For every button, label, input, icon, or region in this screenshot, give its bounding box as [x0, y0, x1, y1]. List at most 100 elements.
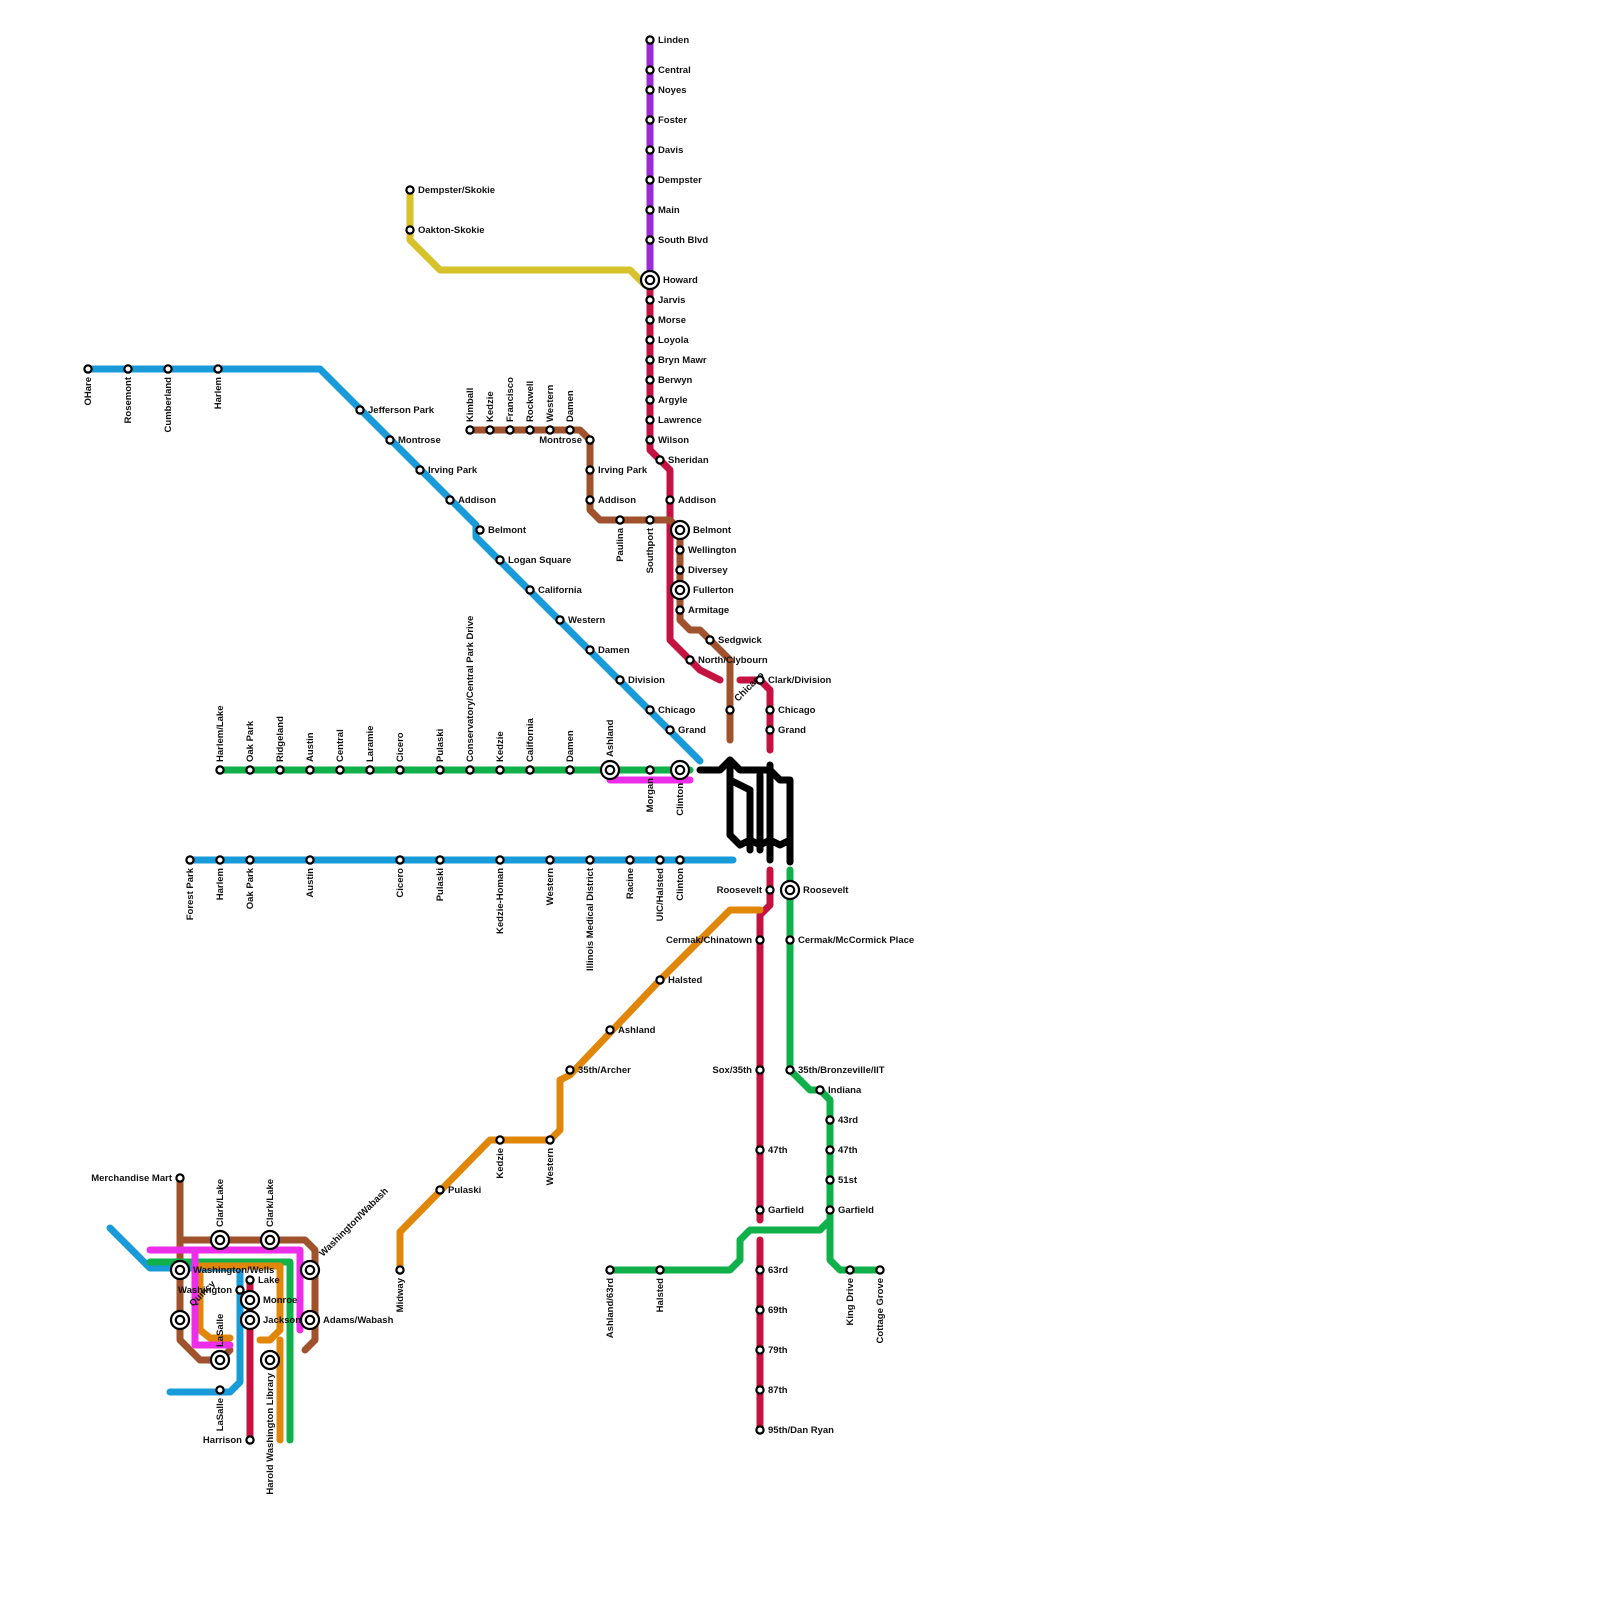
station-clinton[interactable]: Clinton: [675, 855, 686, 901]
station-lasalle[interactable]: LaSalle: [209, 1314, 231, 1371]
station-47th[interactable]: 47th: [825, 1145, 858, 1156]
station-damen[interactable]: Damen: [565, 390, 576, 435]
station-belmont[interactable]: Belmont: [669, 519, 732, 541]
station-pulaski[interactable]: Pulaski: [435, 855, 446, 901]
station-irving-park[interactable]: Irving Park: [585, 465, 648, 476]
station-kedzie[interactable]: Kedzie: [495, 1135, 506, 1179]
station-oak-park[interactable]: Oak Park: [245, 855, 256, 909]
station-51st[interactable]: 51st: [825, 1175, 858, 1186]
station-king-drive[interactable]: King Drive: [845, 1265, 856, 1326]
station-sox-35th[interactable]: Sox/35th: [712, 1065, 765, 1076]
station-87th[interactable]: 87th: [755, 1385, 788, 1396]
station-pulaski[interactable]: Pulaski: [435, 729, 446, 775]
station-63rd[interactable]: 63rd: [755, 1265, 788, 1276]
station-clark-lake[interactable]: Clark/Lake: [209, 1179, 231, 1251]
station-washington-wabash[interactable]: Washington/Wabash: [299, 1186, 391, 1281]
station-lawrence[interactable]: Lawrence: [645, 415, 702, 426]
station-lake[interactable]: Lake: [245, 1275, 280, 1286]
station-43rd[interactable]: 43rd: [825, 1115, 858, 1126]
station-morgan[interactable]: Morgan: [645, 765, 656, 812]
station-conservatory-central-park-drive[interactable]: Conservatory/Central Park Drive: [465, 616, 476, 775]
station-adams-wabash[interactable]: Adams/Wabash: [299, 1309, 394, 1331]
station-jefferson-park[interactable]: Jefferson Park: [355, 405, 435, 416]
station-cicero[interactable]: Cicero: [395, 732, 406, 775]
station-irving-park[interactable]: Irving Park: [415, 465, 478, 476]
station-35th-archer[interactable]: 35th/Archer: [565, 1065, 631, 1076]
station-dempster-skokie[interactable]: Dempster/Skokie: [405, 185, 495, 196]
station-harrison[interactable]: Harrison: [203, 1435, 255, 1446]
station-garfield[interactable]: Garfield: [825, 1205, 874, 1216]
station-ashland[interactable]: Ashland: [605, 1025, 656, 1036]
station-division[interactable]: Division: [615, 675, 665, 686]
station-western[interactable]: Western: [545, 855, 556, 905]
station-western[interactable]: Western: [555, 615, 606, 626]
station-north-clybourn[interactable]: North/Clybourn: [685, 655, 768, 666]
station-roosevelt[interactable]: Roosevelt: [779, 879, 849, 901]
station-harlem-lake[interactable]: Harlem/Lake: [215, 705, 226, 775]
station-addison[interactable]: Addison: [665, 495, 716, 506]
station-kedzie[interactable]: Kedzie: [495, 731, 506, 775]
station-uic-halsted[interactable]: UIC/Halsted: [655, 855, 666, 921]
station-rosemont[interactable]: Rosemont: [123, 364, 134, 423]
station-grand[interactable]: Grand: [765, 725, 806, 736]
station-cumberland[interactable]: Cumberland: [163, 364, 174, 432]
station-79th[interactable]: 79th: [755, 1345, 788, 1356]
station-noyes[interactable]: Noyes: [645, 85, 687, 96]
station-main[interactable]: Main: [645, 205, 680, 216]
station-damen[interactable]: Damen: [585, 645, 630, 656]
station-lasalle[interactable]: LaSalle: [215, 1385, 226, 1431]
station-kimball[interactable]: Kimball: [465, 388, 476, 435]
station-paulina[interactable]: Paulina: [615, 515, 626, 562]
station-armitage[interactable]: Armitage: [675, 605, 729, 616]
station-south-blvd[interactable]: South Blvd: [645, 235, 708, 246]
station-roosevelt[interactable]: Roosevelt: [717, 885, 775, 896]
station-belmont[interactable]: Belmont: [475, 525, 527, 536]
station-pulaski[interactable]: Pulaski: [435, 1185, 481, 1196]
station-wilson[interactable]: Wilson: [645, 435, 689, 446]
station-95th-dan-ryan[interactable]: 95th/Dan Ryan: [755, 1425, 834, 1436]
station-dempster[interactable]: Dempster: [645, 175, 702, 186]
station-kedzie-homan[interactable]: Kedzie-Homan: [495, 855, 506, 934]
station-69th[interactable]: 69th: [755, 1305, 788, 1316]
station-ohare[interactable]: OHare: [83, 364, 94, 406]
station-rockwell[interactable]: Rockwell: [525, 381, 536, 435]
station-montrose[interactable]: Montrose: [385, 435, 441, 446]
station-oak-park[interactable]: Oak Park: [245, 720, 256, 775]
station-clinton[interactable]: Clinton: [669, 759, 691, 816]
station-indiana[interactable]: Indiana: [815, 1085, 862, 1096]
station-laramie[interactable]: Laramie: [365, 726, 376, 775]
station-47th[interactable]: 47th: [755, 1145, 788, 1156]
station-central[interactable]: Central: [335, 729, 346, 775]
station-cottage-grove[interactable]: Cottage Grove: [875, 1265, 886, 1343]
station-grand[interactable]: Grand: [665, 725, 706, 736]
station-austin[interactable]: Austin: [305, 732, 316, 775]
station-midway[interactable]: Midway: [395, 1265, 406, 1312]
station-western[interactable]: Western: [545, 1135, 556, 1185]
station-ashland[interactable]: Ashland: [599, 719, 621, 781]
station-illinois-medical-district[interactable]: Illinois Medical District: [585, 855, 596, 971]
station-california[interactable]: California: [525, 585, 583, 596]
station-halsted[interactable]: Halsted: [655, 1265, 666, 1312]
station-wellington[interactable]: Wellington: [675, 545, 737, 556]
station-southport[interactable]: Southport: [645, 515, 656, 573]
station-argyle[interactable]: Argyle: [645, 395, 688, 406]
station-logan-square[interactable]: Logan Square: [495, 555, 571, 566]
station-foster[interactable]: Foster: [645, 115, 687, 126]
station-oakton-skokie[interactable]: Oakton-Skokie: [405, 225, 485, 236]
station-ridgeland[interactable]: Ridgeland: [275, 716, 286, 775]
station-cicero[interactable]: Cicero: [395, 855, 406, 898]
station-austin[interactable]: Austin: [305, 855, 316, 898]
station-loyola[interactable]: Loyola: [645, 335, 689, 346]
station-garfield[interactable]: Garfield: [755, 1205, 804, 1216]
station-harlem[interactable]: Harlem: [213, 364, 224, 409]
station-fullerton[interactable]: Fullerton: [669, 579, 734, 601]
station-forest-park[interactable]: Forest Park: [185, 855, 196, 920]
station-damen[interactable]: Damen: [565, 730, 576, 775]
station-cermak-chinatown[interactable]: Cermak/Chinatown: [666, 935, 765, 946]
station-clark-division[interactable]: Clark/Division: [755, 675, 832, 686]
station-monroe[interactable]: Monroe: [239, 1289, 297, 1311]
station-berwyn[interactable]: Berwyn: [645, 375, 693, 386]
station-davis[interactable]: Davis: [645, 145, 683, 156]
station-harold-washington-library[interactable]: Harold Washington Library: [259, 1349, 281, 1495]
station-addison[interactable]: Addison: [445, 495, 496, 506]
